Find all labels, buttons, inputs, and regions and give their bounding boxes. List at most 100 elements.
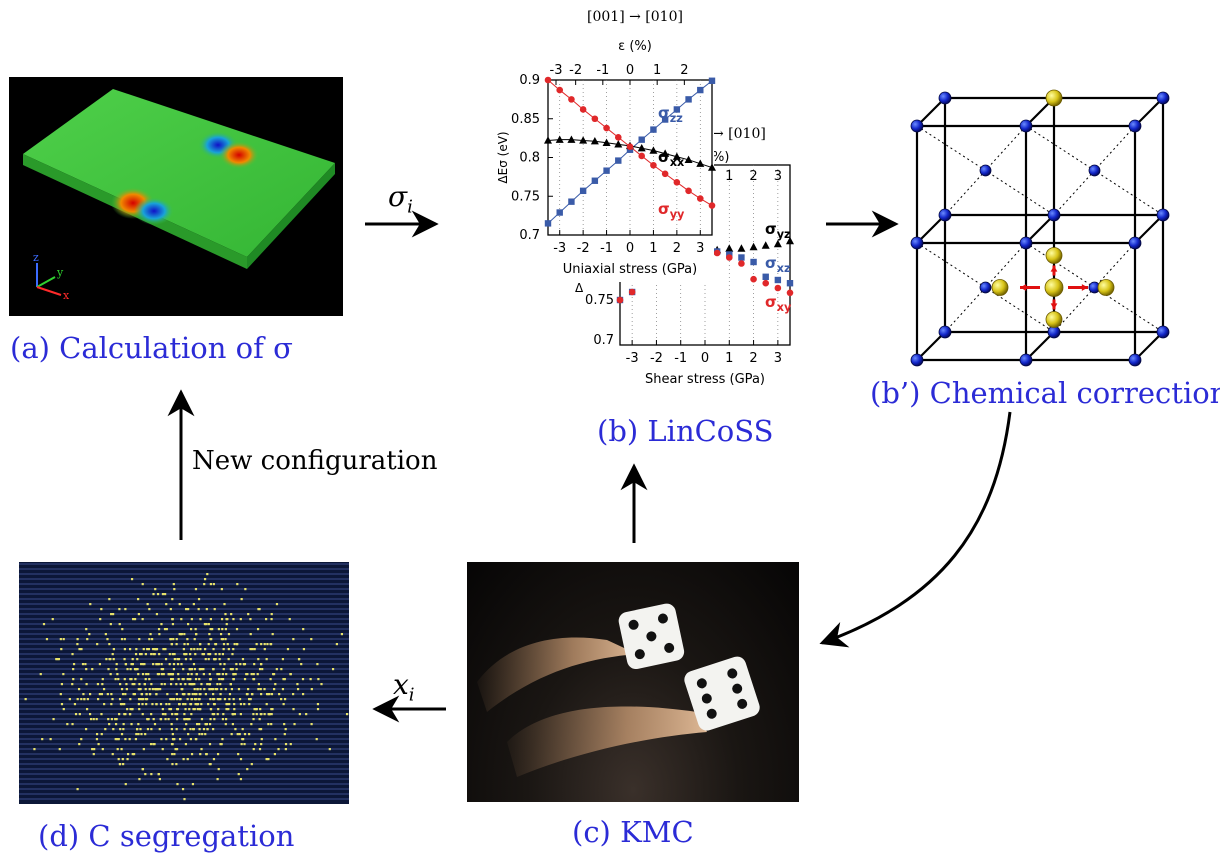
- carbon-dot: [189, 728, 192, 731]
- carbon-dot: [56, 658, 59, 661]
- data-point: [725, 244, 734, 252]
- data-point: [615, 157, 622, 164]
- carbon-dot: [71, 683, 74, 686]
- carbon-dot: [170, 743, 174, 746]
- carbon-dot: [214, 653, 217, 656]
- carbon-dot: [171, 623, 175, 626]
- carbon-dot: [129, 708, 132, 711]
- carbon-dot: [292, 638, 295, 641]
- carbon-dot: [55, 658, 58, 661]
- carbon-dot: [92, 718, 95, 721]
- carbon-dot: [227, 708, 230, 711]
- carbon-dot: [120, 733, 124, 736]
- carbon-dot: [109, 623, 112, 626]
- carbon-dot: [220, 638, 223, 641]
- carbon-dot: [217, 628, 221, 631]
- carbon-dot: [108, 723, 111, 726]
- carbon-dot: [124, 608, 127, 611]
- carbon-dot: [59, 693, 62, 696]
- carbon-dot: [92, 753, 95, 756]
- carbon-dot: [162, 673, 165, 676]
- x-tick-label: -1: [600, 241, 613, 256]
- data-point: [673, 179, 681, 186]
- iron-atom: [1019, 236, 1033, 250]
- carbon-dot: [230, 733, 233, 736]
- carbon-dot: [112, 658, 115, 661]
- carbon-dot: [160, 738, 163, 741]
- carbon-dot: [124, 783, 127, 786]
- carbon-dot: [136, 658, 139, 661]
- carbon-dot: [107, 668, 110, 671]
- carbon-dot: [229, 683, 232, 686]
- carbon-dot: [198, 723, 201, 726]
- iron-atom: [979, 164, 992, 177]
- data-point: [579, 187, 587, 195]
- carbon-dot: [216, 778, 219, 781]
- carbon-dot: [270, 693, 274, 696]
- carbon-dot: [280, 698, 283, 701]
- carbon-dot: [157, 628, 161, 631]
- data-point: [649, 146, 658, 154]
- carbon-dot: [151, 703, 154, 706]
- carbon-dot: [218, 673, 221, 676]
- carbon-dot: [238, 698, 242, 701]
- carbon-dot: [198, 733, 201, 736]
- carbon-dot: [108, 598, 111, 601]
- carbon-dot: [143, 683, 146, 686]
- carbon-dot: [107, 718, 110, 721]
- carbon-dot: [156, 673, 159, 676]
- carbon-dot: [197, 598, 201, 601]
- carbon-dot: [212, 648, 215, 651]
- carbon-dot: [296, 688, 300, 691]
- data-point: [650, 126, 657, 133]
- carbon-dot: [169, 683, 173, 686]
- carbon-dot: [188, 683, 191, 686]
- carbon-dot: [84, 663, 87, 666]
- carbon-dot: [220, 688, 223, 691]
- carbon-dot: [258, 718, 261, 721]
- carbon-dot: [301, 693, 305, 696]
- x-tick-label: 1: [649, 241, 657, 256]
- carbon-dot: [273, 688, 276, 691]
- carbon-dot: [168, 663, 171, 666]
- carbon-dot: [110, 718, 113, 721]
- carbon-dot: [142, 648, 145, 651]
- carbon-dot: [171, 673, 175, 676]
- carbon-dot: [134, 668, 137, 671]
- lattice-edge: [1025, 214, 1055, 244]
- data-point: [628, 288, 636, 296]
- data-point: [544, 220, 552, 227]
- carbon-dot: [213, 703, 216, 706]
- carbon-dot: [206, 683, 209, 686]
- carbon-dot: [237, 753, 240, 756]
- carbon-dot: [202, 668, 205, 671]
- series-label-subscript: xz: [777, 262, 791, 275]
- data-point: [762, 273, 769, 280]
- carbon-dot: [33, 748, 36, 751]
- caption-bprime: (b’) Chemical correction: [870, 376, 1220, 410]
- data-point: [697, 86, 704, 94]
- carbon-dot: [161, 708, 164, 711]
- carbon-dot: [175, 728, 178, 731]
- carbon-dot: [248, 703, 251, 706]
- data-point: [568, 96, 575, 103]
- carbon-dot: [131, 753, 134, 756]
- carbon-dot: [96, 698, 100, 701]
- carbon-dot: [188, 708, 191, 711]
- carbon-dot: [117, 678, 120, 681]
- carbon-dot: [153, 743, 156, 746]
- carbon-dot: [153, 723, 157, 726]
- carbon-dot: [200, 668, 203, 671]
- hop-arrow-head: [1081, 284, 1088, 291]
- carbon-dot: [77, 688, 81, 691]
- carbon-dot: [219, 693, 222, 696]
- carbon-dot: [220, 588, 223, 591]
- carbon-dot: [123, 703, 126, 706]
- carbon-dot: [57, 658, 61, 661]
- x-tick-label: 0: [626, 241, 634, 256]
- carbon-dot: [255, 643, 258, 646]
- carbon-dot: [305, 713, 308, 716]
- data-point: [762, 279, 770, 287]
- carbon-dot: [168, 703, 171, 706]
- carbon-dot: [198, 693, 201, 696]
